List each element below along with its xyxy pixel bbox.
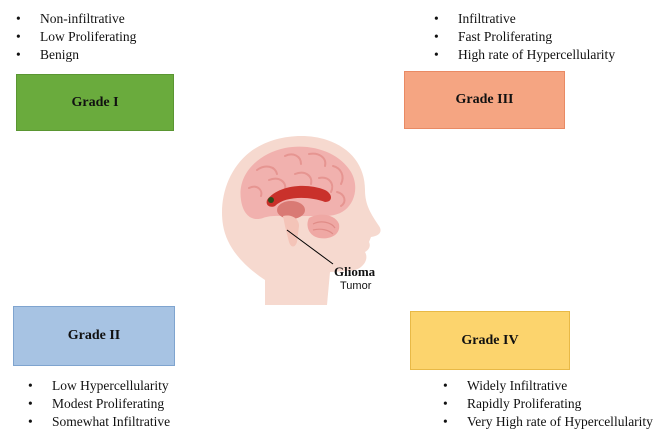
grade-2-feature: Low Hypercellularity (26, 377, 170, 395)
grade-3-feature: Fast Proliferating (432, 28, 615, 46)
grade-4-feature: Very High rate of Hypercellularity (441, 413, 653, 431)
grade-2-feature: Modest Proliferating (26, 395, 170, 413)
grade-4-feature: Widely Infiltrative (441, 377, 653, 395)
glioma-label: Glioma (334, 264, 375, 280)
tumor-label: Tumor (340, 280, 371, 292)
grade-3-feature-list: Infiltrative Fast Proliferating High rat… (432, 10, 615, 64)
grade-3-label: Grade III (456, 92, 514, 108)
grade-2-label: Grade II (68, 328, 121, 344)
grade-2-feature-list: Low Hypercellularity Modest Proliferatin… (26, 377, 170, 431)
grade-1-feature: Benign (14, 46, 136, 64)
grade-4-label: Grade IV (461, 333, 518, 349)
grade-2-box: Grade II (13, 306, 175, 366)
grade-1-box: Grade I (16, 74, 174, 131)
grade-3-box: Grade III (404, 71, 565, 129)
grade-1-feature-list: Non-infiltrative Low Proliferating Benig… (14, 10, 136, 64)
tumor-marker (268, 197, 274, 203)
grade-3-feature: High rate of Hypercellularity (432, 46, 615, 64)
grade-1-feature: Non-infiltrative (14, 10, 136, 28)
grade-3-feature: Infiltrative (432, 10, 615, 28)
grade-4-box: Grade IV (410, 311, 570, 370)
grade-2-feature: Somewhat Infiltrative (26, 413, 170, 431)
grade-1-feature: Low Proliferating (14, 28, 136, 46)
grade-4-feature-list: Widely Infiltrative Rapidly Proliferatin… (441, 377, 653, 431)
grade-4-feature: Rapidly Proliferating (441, 395, 653, 413)
grade-1-label: Grade I (71, 95, 118, 111)
